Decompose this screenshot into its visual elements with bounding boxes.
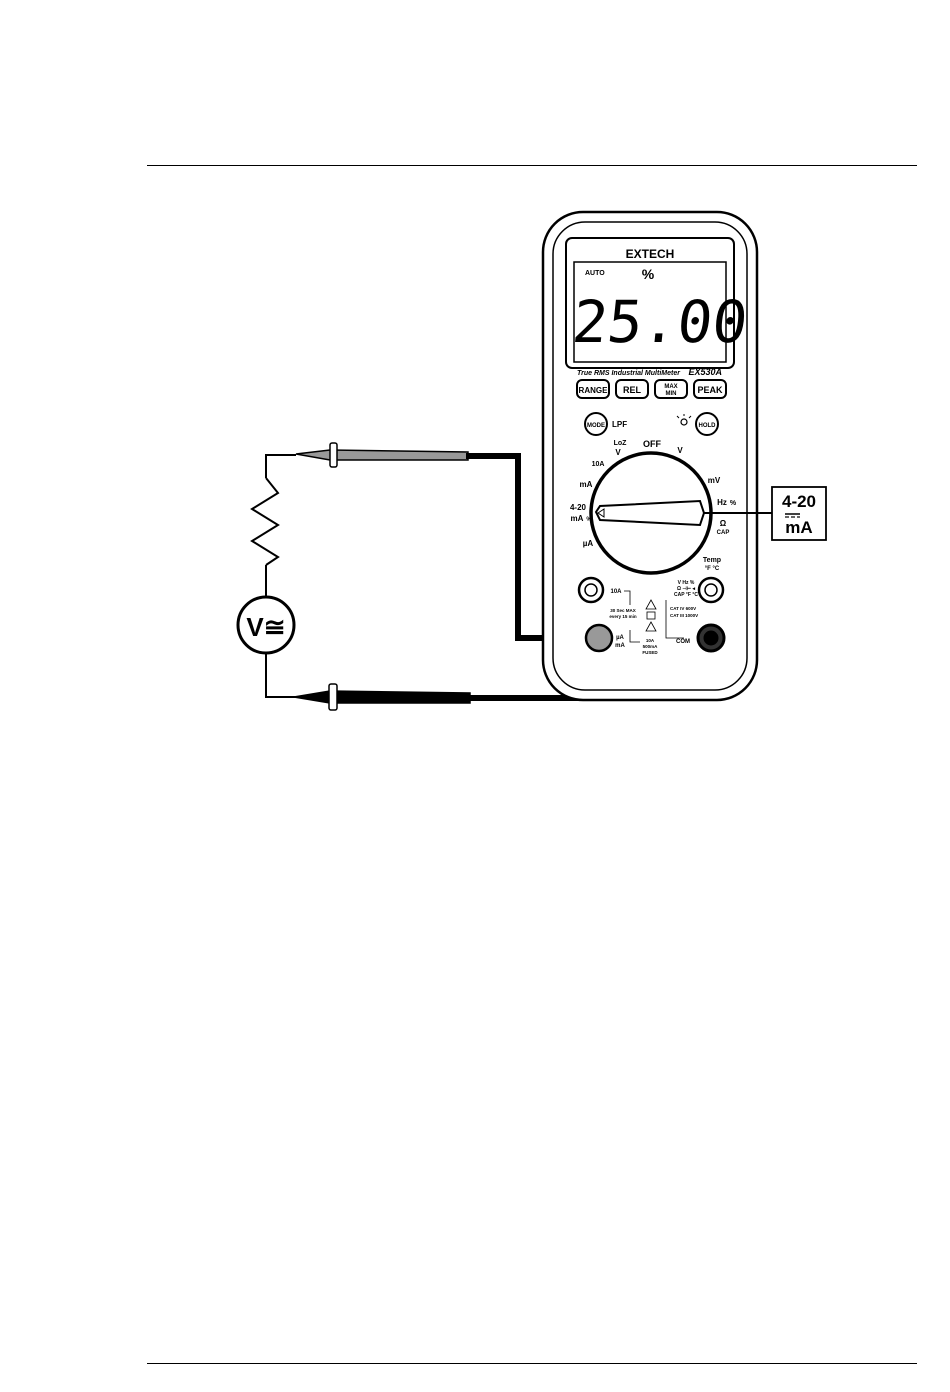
lpf-label: LPF bbox=[612, 420, 627, 429]
range-button[interactable]: RANGE bbox=[577, 380, 609, 398]
dial-ohm-label: Ω bbox=[720, 519, 727, 528]
hold-button-label: HOLD bbox=[699, 423, 717, 429]
jack-right-line2: Ω ⊣⊢ ◂ bbox=[677, 584, 695, 592]
dial-loz-label: LoZ bbox=[614, 440, 628, 447]
rotary-selector-dial[interactable] bbox=[591, 453, 711, 573]
fuse-rating-line3: FUSED bbox=[642, 650, 658, 655]
max-min-button[interactable]: MAX MIN bbox=[655, 380, 687, 398]
dial-off-label: OFF bbox=[643, 439, 661, 449]
fuse-note-line1: 30 Sec MAX bbox=[610, 608, 636, 613]
dial-vac-label: V bbox=[677, 446, 683, 455]
dial-cap-label: CAP bbox=[717, 530, 730, 536]
dial-pointer bbox=[596, 501, 704, 525]
dial-ma-label: mA bbox=[580, 480, 593, 489]
resistor-symbol bbox=[252, 478, 278, 565]
meter-model: EX530A bbox=[688, 367, 722, 377]
dial-temp-units-label: °F °C bbox=[705, 566, 720, 572]
dial-ua-label: µA bbox=[583, 539, 594, 548]
rel-button[interactable]: REL bbox=[616, 380, 648, 398]
black-probe-guard bbox=[329, 684, 337, 710]
jack-ma-label: mA bbox=[615, 643, 625, 649]
fuse-rating-line2: 500mA bbox=[643, 644, 659, 649]
voltage-source-label: V≅ bbox=[246, 612, 285, 642]
jack-com[interactable] bbox=[698, 625, 724, 651]
jack-10a[interactable] bbox=[579, 578, 603, 602]
brand-label: EXTECH bbox=[626, 247, 675, 261]
jack-ua-ma[interactable] bbox=[586, 625, 612, 651]
lcd-auto-indicator: AUTO bbox=[585, 270, 605, 277]
fuse-rating-line1: 10A bbox=[646, 638, 655, 643]
callout-line2: mA bbox=[785, 518, 812, 537]
circuit: V≅ bbox=[238, 455, 296, 697]
fuse-note-line2: every 15 min bbox=[609, 614, 637, 619]
max-min-button-top: MAX bbox=[664, 384, 677, 390]
dial-10a-label: 10A bbox=[592, 461, 605, 468]
circuit-wire-top bbox=[266, 455, 296, 478]
dial-mv-label: mV bbox=[708, 476, 721, 485]
black-probe-body bbox=[294, 691, 470, 703]
max-min-button-bottom: MIN bbox=[666, 391, 677, 397]
dial-hz-label: Hz bbox=[717, 498, 727, 507]
jack-right-line3: CAP °F °C bbox=[674, 592, 698, 598]
rel-button-label: REL bbox=[623, 385, 642, 395]
jack-10a-label: 10A bbox=[610, 589, 622, 595]
circuit-wire-bottom bbox=[266, 653, 296, 697]
jack-ua-label: µA bbox=[616, 635, 624, 641]
dial-4-20-label: 4-20 bbox=[570, 503, 587, 512]
hold-button[interactable]: HOLD bbox=[696, 413, 718, 435]
peak-button-label: PEAK bbox=[697, 385, 723, 395]
peak-button[interactable]: PEAK bbox=[694, 380, 726, 398]
mode-button[interactable]: MODE bbox=[585, 413, 607, 435]
red-probe-guard bbox=[330, 443, 337, 467]
jack-v-ohm[interactable] bbox=[699, 578, 723, 602]
meter-subtitle: True RMS Industrial MultiMeter bbox=[577, 370, 681, 377]
cat-rating-line2: CAT III 1000V bbox=[670, 613, 698, 618]
lcd-unit-indicator: % bbox=[642, 266, 655, 282]
dial-pct-right-label: % bbox=[730, 500, 737, 507]
dial-loz-v-label: V bbox=[615, 448, 621, 457]
range-button-label: RANGE bbox=[579, 386, 609, 395]
dial-temp-label: Temp bbox=[703, 557, 721, 564]
jack-com-label: COM bbox=[676, 639, 690, 645]
red-probe-body bbox=[296, 450, 468, 460]
mode-button-label: MODE bbox=[587, 423, 605, 429]
dial-ma-pct-label: mA bbox=[571, 514, 584, 523]
cat-rating-line1: CAT IV 600V bbox=[670, 606, 696, 611]
callout-line1: 4-20 bbox=[782, 492, 816, 511]
lcd-reading: 25.00 bbox=[569, 288, 751, 356]
multimeter: EXTECH AUTO % 25.00 True RMS Industrial … bbox=[543, 212, 757, 700]
